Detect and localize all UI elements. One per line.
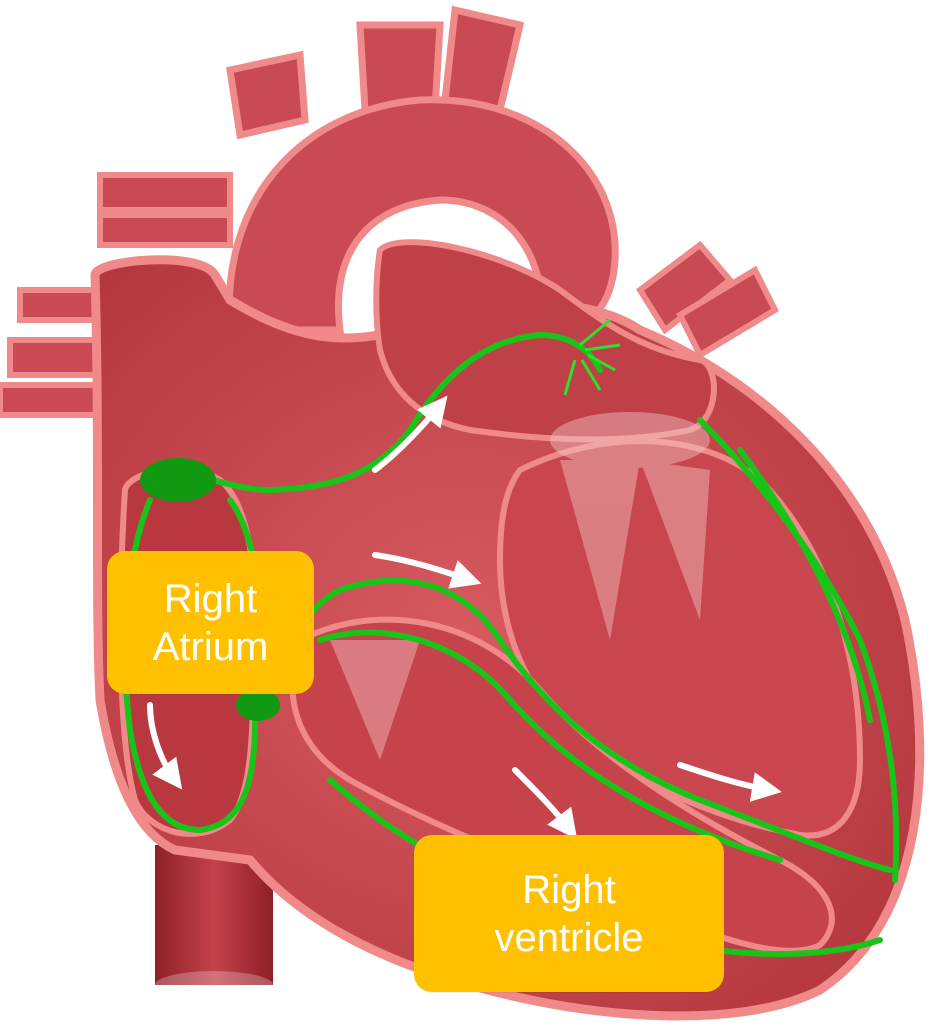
label-right-atrium-text: Right Atrium <box>153 575 269 671</box>
sinoatrial-node <box>140 458 216 502</box>
label-right-atrium: Right Atrium <box>107 551 314 694</box>
label-right-ventricle: Right ventricle <box>414 835 724 992</box>
label-right-ventricle-text: Right ventricle <box>495 866 644 962</box>
